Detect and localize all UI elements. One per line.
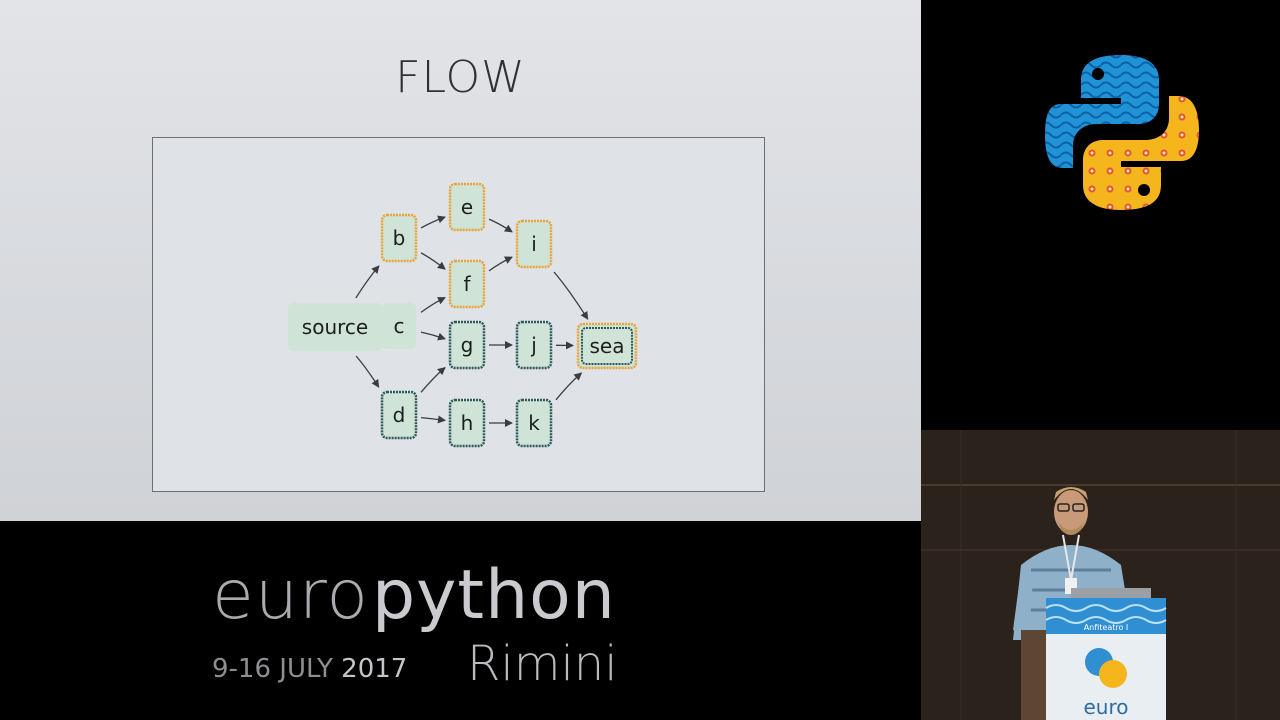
node-box-sea — [576, 322, 638, 370]
node-f: f — [448, 259, 486, 309]
node-inner-sea — [581, 327, 633, 365]
logo-area — [921, 0, 1280, 430]
node-label-c: c — [394, 314, 405, 338]
node-label-b: b — [393, 226, 406, 250]
node-box-d — [380, 390, 418, 440]
node-c: c — [382, 303, 416, 349]
edge-f-i — [488, 256, 513, 272]
node-label-f: f — [463, 272, 471, 296]
flow-diagram: source b c d e f g h i j k sea — [152, 137, 765, 492]
edge-source-d — [355, 355, 380, 388]
edge-source-b — [355, 265, 380, 299]
slide-title: FLOW — [395, 52, 526, 103]
node-i: i — [515, 219, 553, 269]
node-b: b — [380, 213, 418, 263]
podium-text: euro — [1084, 695, 1129, 719]
node-box-j — [515, 320, 553, 370]
node-label-source: source — [302, 315, 368, 339]
speaker-scene: Anfiteatro I euro — [921, 430, 1280, 720]
edge-i-sea — [553, 271, 589, 320]
node-box-source — [288, 303, 382, 351]
node-label-h: h — [461, 411, 474, 435]
edges-layer — [355, 215, 589, 427]
node-box-c — [382, 303, 416, 349]
brand-python: python — [372, 556, 616, 635]
speaker-video: Anfiteatro I euro — [921, 430, 1280, 720]
podium-sign: Anfiteatro I — [1084, 623, 1129, 632]
edge-c-f — [420, 297, 446, 313]
edge-e-i — [488, 218, 513, 233]
brand-year: 2017 — [341, 654, 408, 684]
nodes-layer: source b c d e f g h i j k sea — [288, 182, 638, 448]
node-j: j — [515, 320, 553, 370]
node-sea: sea — [576, 322, 638, 370]
node-h: h — [448, 398, 486, 448]
python-logo-icon — [1045, 55, 1199, 210]
node-box-g — [448, 320, 486, 370]
edge-c-g — [420, 331, 446, 341]
brand-dates: 9-16 JULY 2017 — [212, 654, 407, 684]
node-label-d: d — [393, 403, 406, 427]
node-d: d — [380, 390, 418, 440]
brand-euro: euro — [212, 556, 369, 635]
node-label-sea: sea — [590, 334, 625, 358]
node-k: k — [515, 398, 553, 448]
node-label-g: g — [461, 333, 474, 357]
node-g: g — [448, 320, 486, 370]
node-e: e — [448, 182, 486, 232]
node-box-e — [448, 182, 486, 232]
edge-k-sea — [555, 372, 583, 401]
node-label-k: k — [528, 411, 540, 435]
node-source: source — [288, 303, 382, 351]
edge-d-g — [420, 367, 446, 393]
node-box-b — [380, 213, 418, 263]
node-label-i: i — [531, 232, 537, 256]
node-label-j: j — [530, 333, 537, 357]
slide: FLOW source b c d e f g h i j k sea — [0, 0, 921, 521]
node-box-i — [515, 219, 553, 269]
diagram-canvas: source b c d e f g h i j k sea — [288, 182, 638, 448]
edge-d-h — [420, 415, 446, 424]
node-label-e: e — [461, 195, 473, 219]
node-box-f — [448, 259, 486, 309]
node-box-h — [448, 398, 486, 448]
node-box-k — [515, 398, 553, 448]
edge-b-f — [420, 252, 446, 270]
edge-b-e — [420, 215, 446, 229]
brand-date-range: 9-16 JULY — [212, 654, 333, 684]
brand-city: Rimini — [467, 636, 618, 692]
